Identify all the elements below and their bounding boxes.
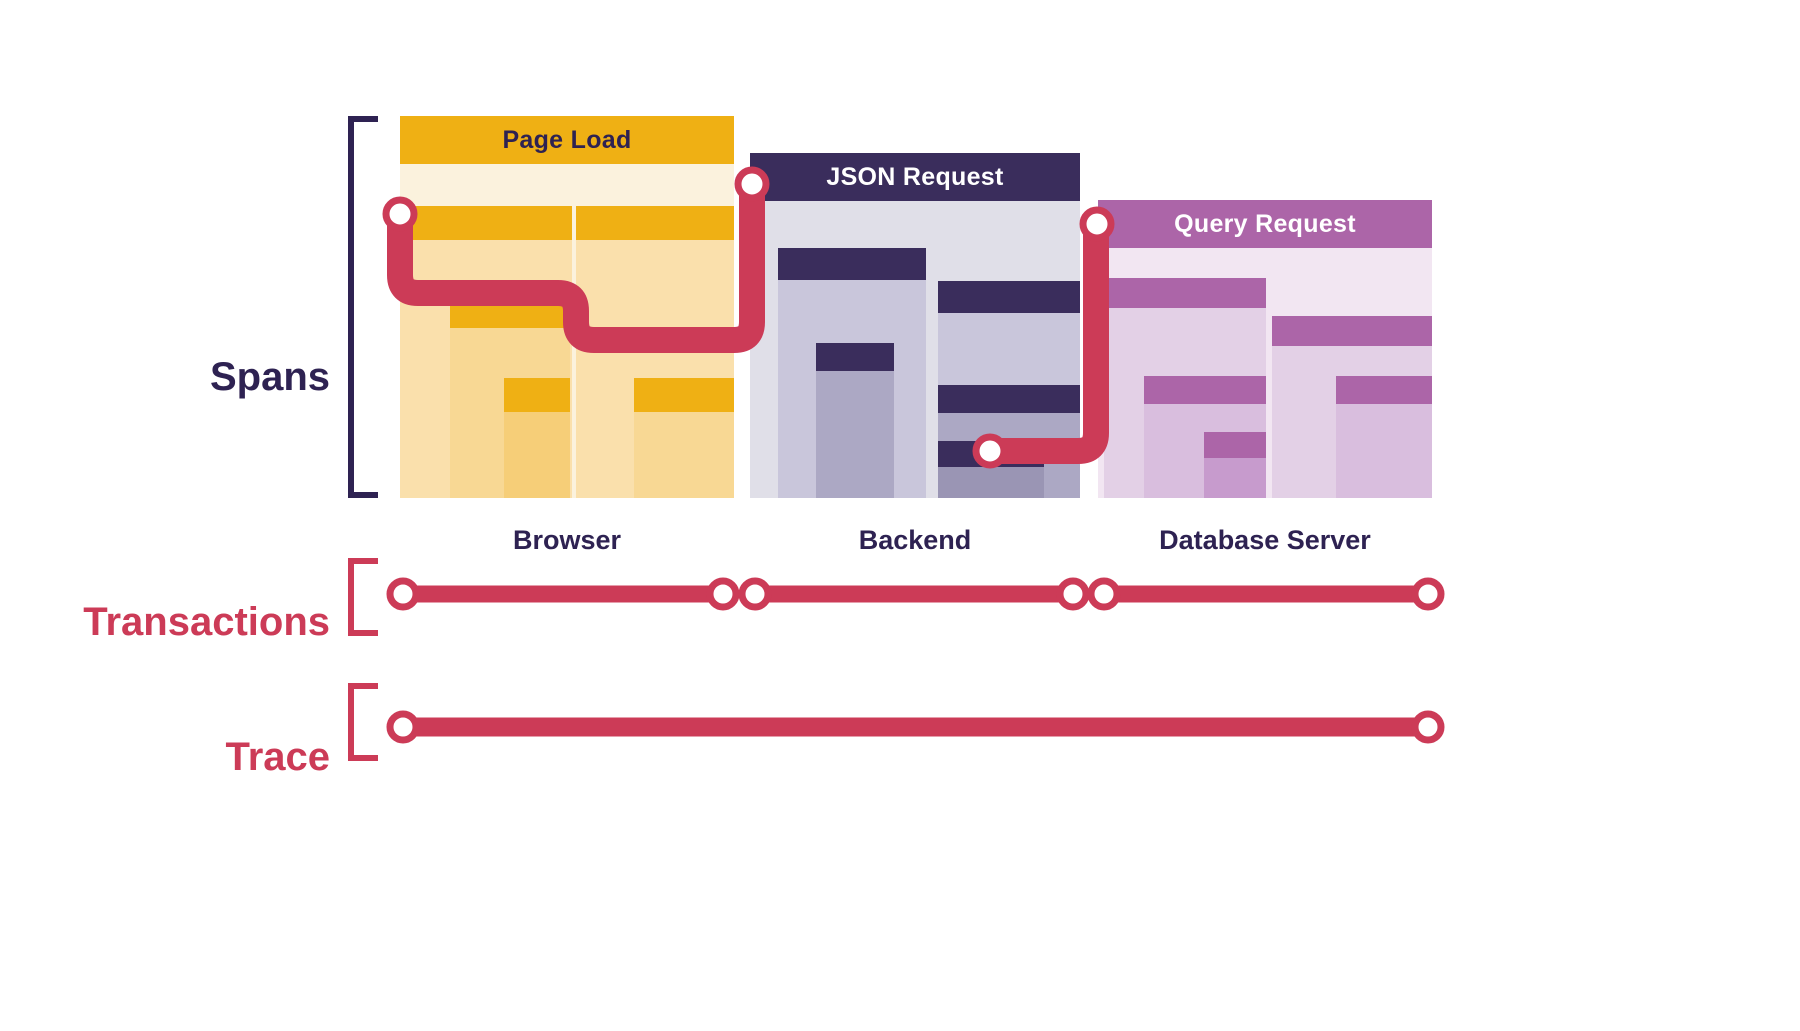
span-bar-cap [504, 378, 570, 412]
span-bar-cap [1204, 432, 1266, 458]
transaction-node-browser-start[interactable] [386, 577, 420, 611]
span-bar-cap [938, 281, 1080, 313]
span-bar-cap [576, 206, 734, 240]
service-caption-database: Database Server [1159, 525, 1371, 555]
service-column-backend: JSON Request [750, 153, 1080, 498]
service-column-browser: Page Load [400, 116, 734, 498]
transaction-node-backend-start[interactable] [738, 577, 772, 611]
service-surface-database [1098, 248, 1432, 498]
span-bar-cap [1104, 278, 1266, 308]
span-bar-cap [634, 378, 734, 412]
span-bar [938, 441, 1044, 498]
span-bar-cap [816, 343, 894, 371]
row-label-trace: Trace [225, 735, 330, 779]
span-bar-cap [778, 248, 926, 280]
span-bar-cap [450, 294, 570, 328]
span-bar-cap [1144, 376, 1266, 404]
span-bar-cap [938, 385, 1080, 413]
span-bar-cap [1336, 376, 1432, 404]
service-header-database: Query Request [1098, 200, 1432, 248]
span-bar-cap [938, 441, 1044, 467]
trace-node-start[interactable] [386, 710, 420, 744]
span-bar-cap [1272, 316, 1432, 346]
service-surface-backend [750, 201, 1080, 498]
span-bar-cap [400, 206, 572, 240]
transaction-node-database-end[interactable] [1411, 577, 1445, 611]
span-bar [816, 343, 894, 498]
bracket-trace [348, 683, 378, 761]
trace-node-end[interactable] [1411, 710, 1445, 744]
service-caption-browser: Browser [512, 525, 622, 555]
bracket-transactions [348, 558, 378, 636]
bracket-spans [348, 116, 378, 498]
row-label-transactions: Transactions [83, 600, 330, 644]
span-bar [504, 378, 570, 498]
service-header-backend: JSON Request [750, 153, 1080, 201]
transaction-node-database-start[interactable] [1087, 577, 1121, 611]
transaction-node-backend-end[interactable] [1056, 577, 1090, 611]
span-bar [1336, 376, 1432, 498]
row-label-spans: Spans [209, 355, 330, 399]
service-column-database: Query Request [1098, 200, 1432, 498]
service-caption-backend: Backend [858, 525, 972, 555]
service-surface-browser [400, 164, 734, 498]
transaction-node-browser-end[interactable] [706, 577, 740, 611]
span-bar [634, 378, 734, 498]
service-header-browser: Page Load [400, 116, 734, 164]
span-bar [1204, 432, 1266, 498]
